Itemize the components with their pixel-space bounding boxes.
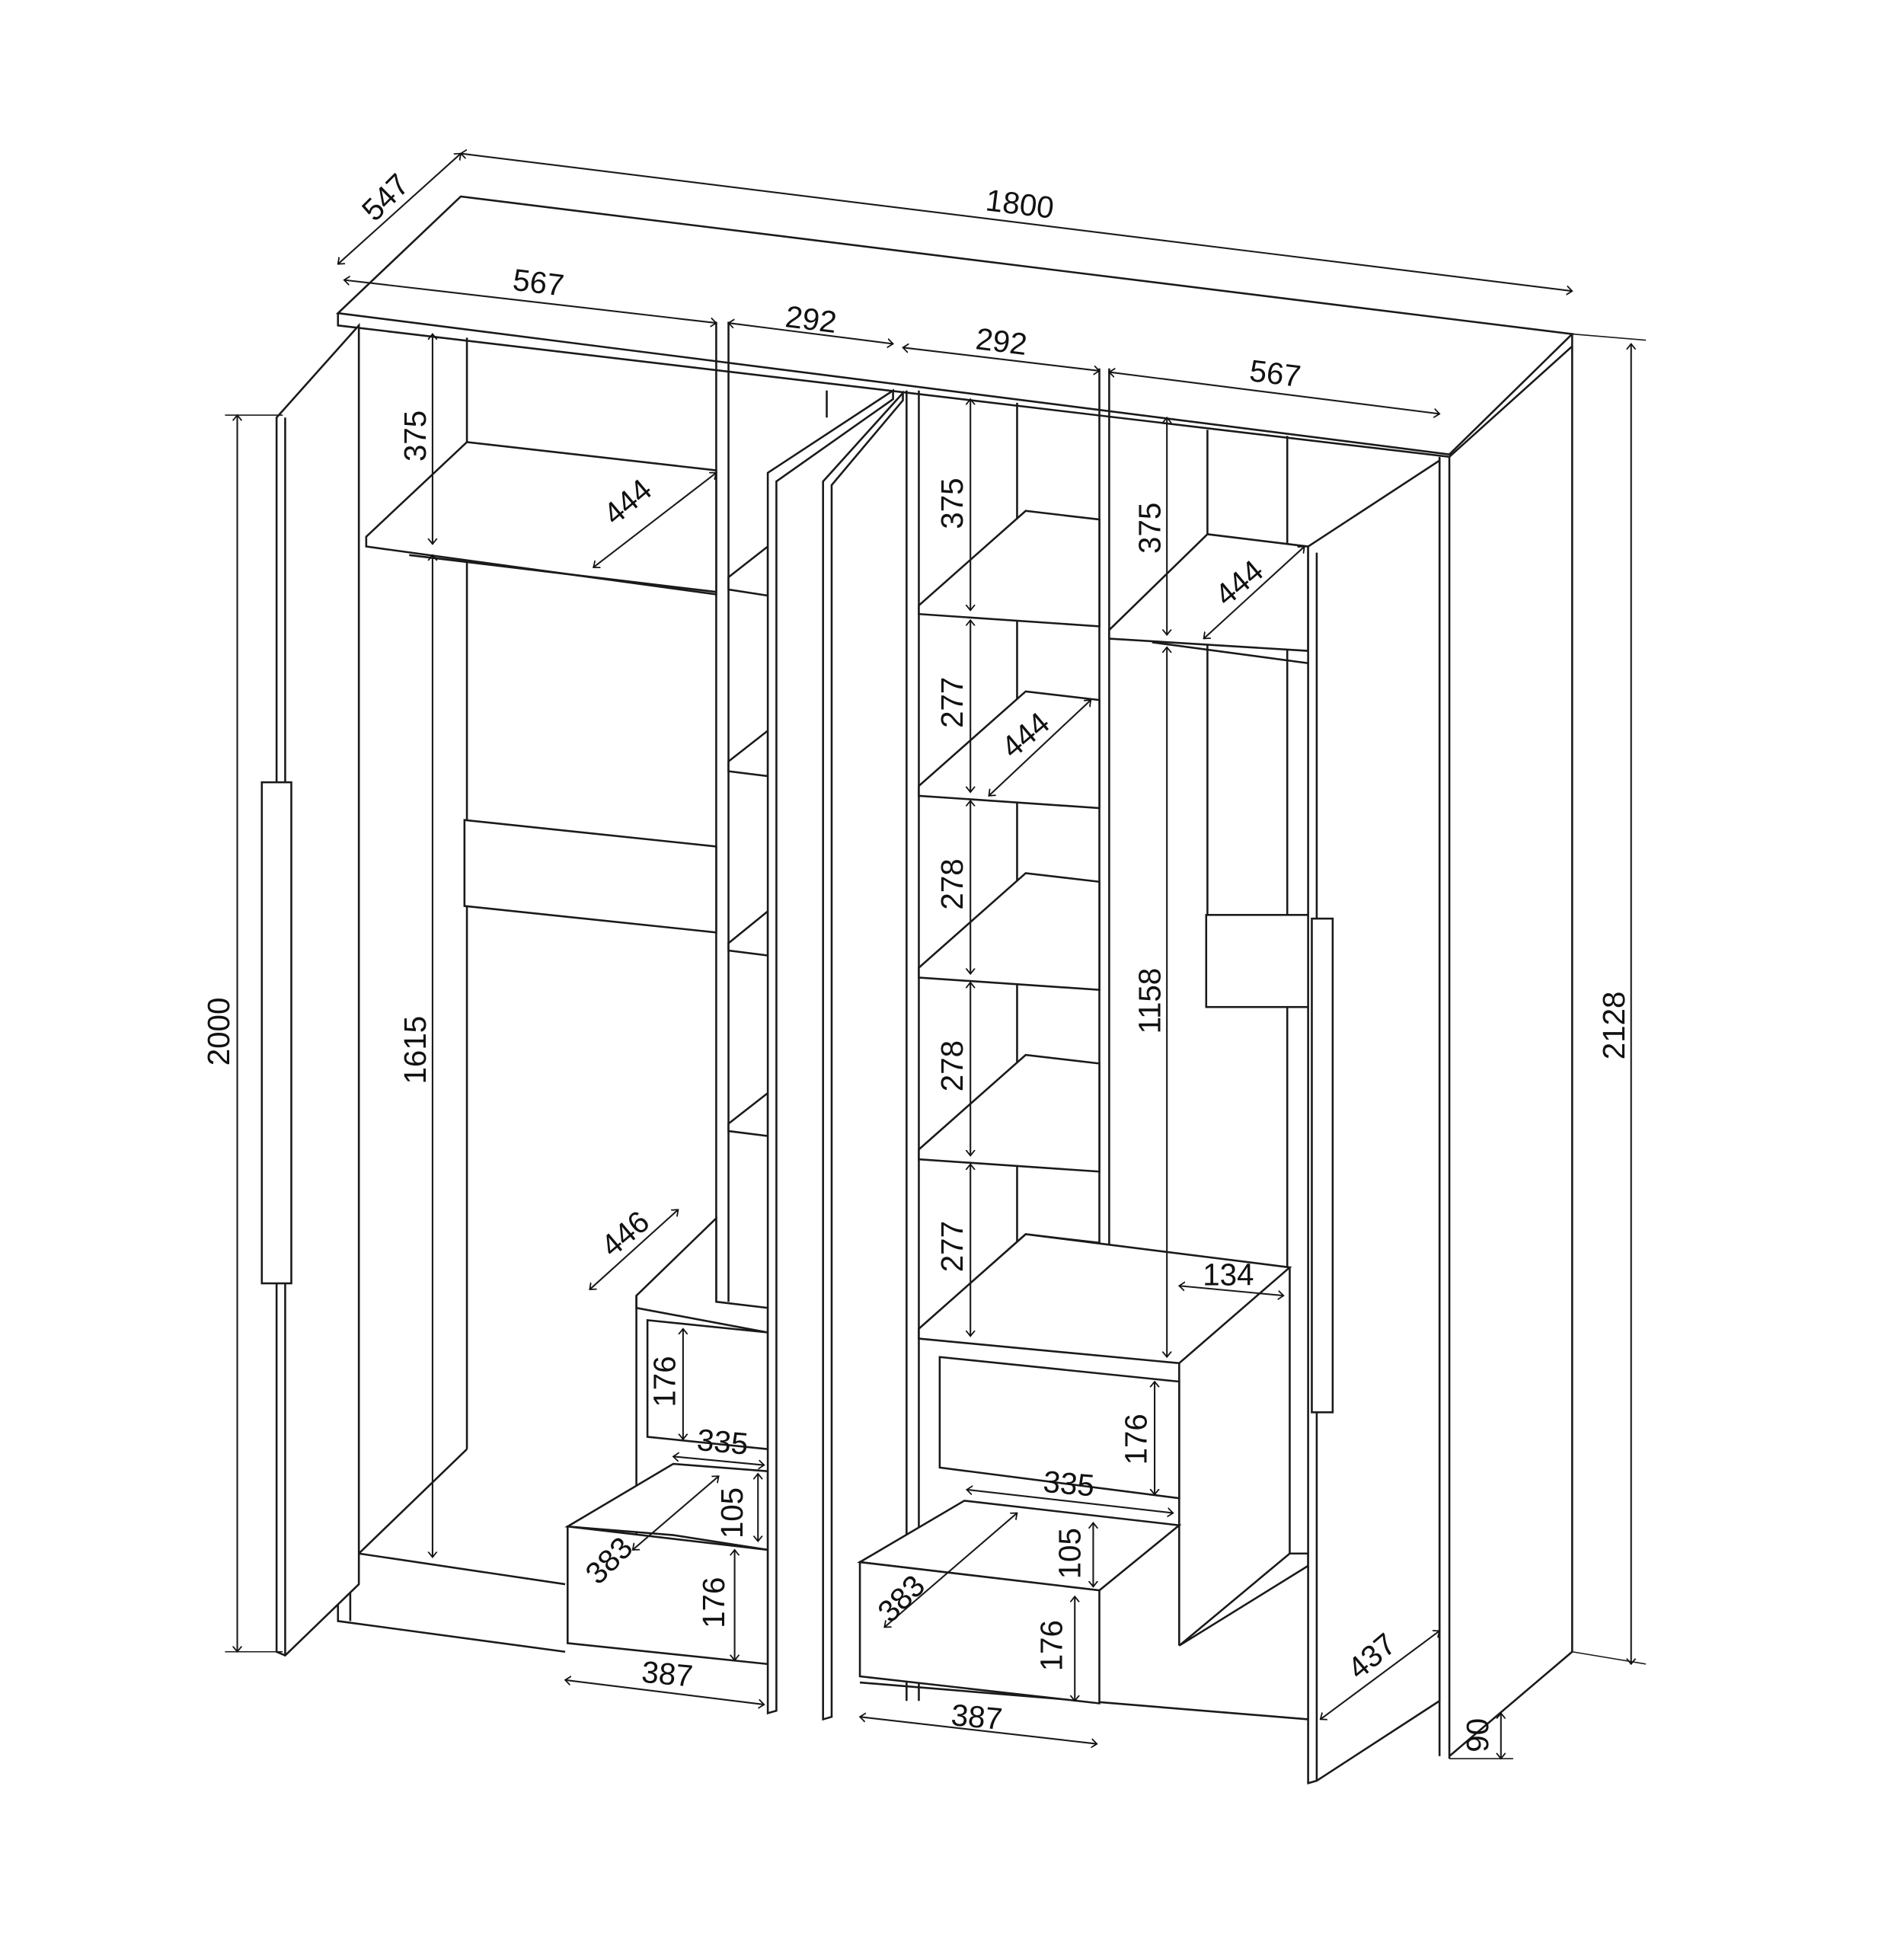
depth-label: 547	[356, 168, 416, 228]
center-left-door[interactable]	[766, 388, 894, 1715]
shelf-gap-1-label: 277	[935, 677, 970, 728]
left-upper-drawer-height-label: 176	[648, 1356, 682, 1407]
left-section-width-label: 567	[511, 263, 566, 303]
right-top-shelf-height-label: 375	[1132, 503, 1167, 554]
left-drawer-inner-height-label: 105	[715, 1487, 749, 1538]
center-right-door[interactable]	[822, 390, 904, 1721]
overall-height-label: 2128	[1597, 992, 1631, 1060]
left-drawer-unit-depth-label: 446	[595, 1204, 656, 1264]
center-right-width-label: 292	[974, 321, 1029, 362]
right-section-width-label: 567	[1248, 353, 1302, 394]
right-lower-drawer-height-label: 176	[1034, 1620, 1069, 1671]
left-door-handle[interactable]	[260, 781, 292, 1285]
right-drawer-unit-top-label: 134	[1203, 1258, 1254, 1292]
drawer-units	[564, 1216, 1309, 1705]
left-lower-drawer-height-label: 176	[697, 1577, 731, 1628]
center-top-shelf-height-label: 375	[935, 478, 970, 529]
right-door[interactable]	[1307, 458, 1441, 1784]
overall-width-label: 1800	[984, 183, 1056, 225]
left-drawer-width-label: 387	[641, 1655, 695, 1694]
shelf-gap-2-label: 278	[935, 858, 970, 909]
right-drawer-width-label: 387	[950, 1698, 1004, 1737]
shelf-gap-3-label: 278	[935, 1040, 970, 1091]
left-door[interactable]	[275, 322, 360, 1657]
shelves	[365, 441, 1312, 1353]
dimension-lines	[225, 154, 1647, 1759]
door-height-label: 2000	[202, 998, 236, 1066]
plinth-height-label: 90	[1461, 1718, 1495, 1752]
center-left-width-label: 292	[784, 299, 839, 340]
shelf-gap-4-label: 277	[935, 1221, 970, 1272]
doors[interactable]	[260, 322, 1441, 1784]
left-drawer-inner-width-label: 335	[695, 1423, 749, 1462]
right-hanging-height-label: 1158	[1132, 968, 1167, 1034]
right-door-handle[interactable]	[1311, 917, 1334, 1414]
left-hanging-height-label: 1615	[398, 1016, 433, 1085]
right-drawer-inner-width-label: 335	[1042, 1465, 1096, 1503]
left-top-shelf-height-label: 375	[398, 411, 433, 462]
right-drawer-inner-height-label: 105	[1053, 1528, 1088, 1579]
right-upper-drawer-height-label: 176	[1120, 1414, 1154, 1465]
